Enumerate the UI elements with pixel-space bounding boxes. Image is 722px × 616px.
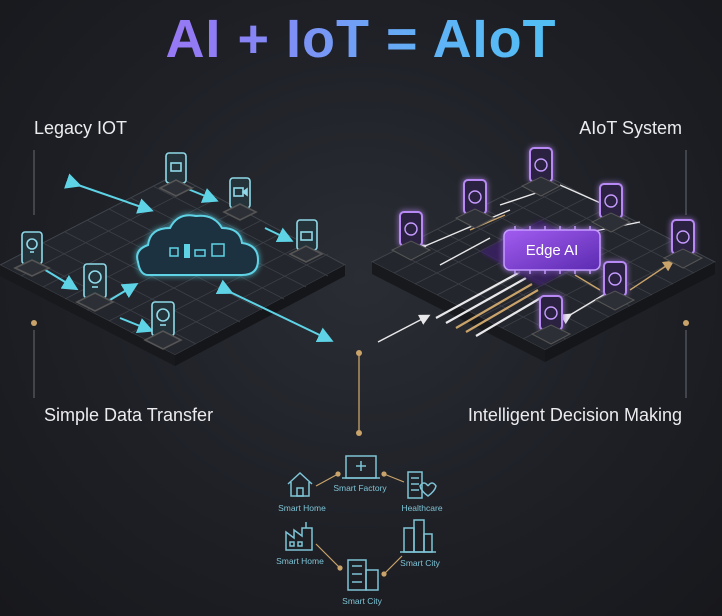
edge-ai-chip	[480, 220, 601, 286]
city-buildings-icon	[400, 519, 436, 553]
aiot-device-brain-3	[520, 147, 562, 197]
app-label-smart-home-2: Smart Home	[276, 556, 324, 566]
legacy-device-camera-2	[222, 177, 258, 221]
legacy-data-arrows	[41, 173, 334, 343]
aiot-device-brain-1	[390, 211, 432, 261]
aiot-system-title: AIoT System	[579, 118, 682, 138]
aiot-device-brain-4	[590, 183, 632, 233]
center-dot-bottom	[356, 430, 362, 436]
right-dot	[683, 320, 689, 326]
legacy-device-screen	[288, 219, 324, 263]
legacy-iot-title: Legacy IOT	[34, 118, 128, 138]
edge-ai-label: Edge AI	[526, 242, 579, 259]
office-building-icon	[347, 559, 379, 591]
aiot-device-brain-5	[662, 219, 704, 269]
legacy-device-bulb-3	[143, 301, 183, 350]
house-icon	[287, 471, 313, 497]
application-connectors	[315, 471, 405, 577]
app-label-smart-factory: Smart Factory	[333, 483, 387, 493]
data-bus-lines	[435, 271, 545, 337]
simple-data-transfer-caption: Simple Data Transfer	[44, 405, 214, 425]
aiot-device-brain-7	[530, 295, 572, 345]
legacy-device-bulb-2	[75, 263, 115, 312]
factory-icon	[285, 522, 313, 551]
intelligent-decision-caption: Intelligent Decision Making	[467, 405, 682, 425]
application-ring	[285, 455, 437, 591]
cloud-gateway-icon	[136, 214, 260, 276]
app-label-healthcare: Healthcare	[401, 503, 443, 513]
app-label-smart-home-1: Smart Home	[278, 503, 326, 513]
building-heart-icon	[407, 471, 437, 499]
hospital-building-icon	[342, 455, 380, 479]
legacy-device-camera-1	[158, 152, 194, 197]
legacy-device-bulb-1	[13, 231, 51, 277]
aiot-device-brain-2	[454, 179, 496, 229]
app-label-smart-city-2: Smart City	[342, 596, 382, 606]
app-label-smart-city-1: Smart City	[400, 558, 440, 568]
center-dot-top	[356, 350, 362, 356]
aiot-device-brain-6	[594, 261, 636, 311]
left-dot	[31, 320, 37, 326]
